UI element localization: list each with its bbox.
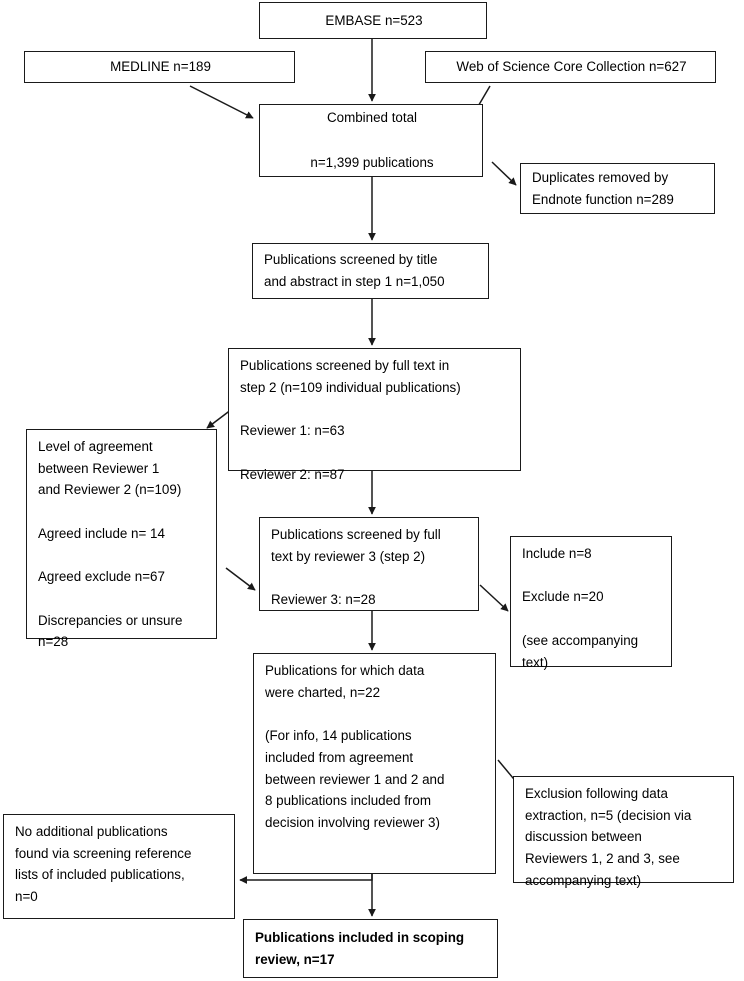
- node-combined-total-label: Combined total n=1,399 publications: [310, 110, 434, 170]
- node-screened-full-text[interactable]: Publications screened by full text in st…: [228, 348, 521, 482]
- node-web-of-science[interactable]: Web of Science Core Collection n=627: [425, 51, 716, 83]
- connector-medline-to-combined: [189, 85, 254, 119]
- node-data-charted-label: Publications for which data were charted…: [265, 663, 445, 830]
- node-level-of-agreement-label: Level of agreement between Reviewer 1 an…: [38, 439, 183, 650]
- connector-reviewer3-to-outcome: [479, 584, 509, 612]
- node-medline-label: MEDLINE n=189: [110, 59, 211, 75]
- node-duplicates-removed[interactable]: Duplicates removed by Endnote function n…: [520, 163, 715, 214]
- node-combined-total[interactable]: Combined total n=1,399 publications: [259, 104, 483, 177]
- node-web-of-science-label: Web of Science Core Collection n=627: [456, 59, 687, 75]
- node-screened-full-text-label: Publications screened by full text in st…: [240, 358, 461, 482]
- node-exclusion-after-extraction-label: Exclusion following data extraction, n=5…: [525, 786, 692, 888]
- node-data-charted[interactable]: Publications for which data were charted…: [253, 653, 496, 874]
- node-screened-title-abstract[interactable]: Publications screened by title and abstr…: [252, 243, 489, 299]
- node-reviewer3-screening-label: Publications screened by full text by re…: [271, 527, 441, 608]
- node-reviewer3-outcome-label: Include n=8 Exclude n=20 (see accompanyi…: [522, 546, 639, 670]
- node-reviewer3-screening[interactable]: Publications screened by full text by re…: [259, 517, 479, 611]
- node-no-additional-publications[interactable]: No additional publications found via scr…: [3, 814, 235, 919]
- node-level-of-agreement[interactable]: Level of agreement between Reviewer 1 an…: [26, 429, 217, 649]
- node-medline[interactable]: MEDLINE n=189: [24, 51, 295, 83]
- node-exclusion-after-extraction[interactable]: Exclusion following data extraction, n=5…: [513, 776, 734, 888]
- node-reviewer3-outcome[interactable]: Include n=8 Exclude n=20 (see accompanyi…: [510, 536, 672, 670]
- node-no-additional-publications-label: No additional publications found via scr…: [15, 824, 192, 905]
- node-included-final-label: Publications included in scoping review,…: [255, 929, 465, 967]
- connector-charted-to-no-additional: [239, 873, 373, 884]
- node-duplicates-removed-label: Duplicates removed by Endnote function n…: [532, 169, 674, 207]
- node-included-final[interactable]: Publications included in scoping review,…: [243, 919, 498, 978]
- connector-combined-to-duplicates: [491, 161, 517, 186]
- node-embase[interactable]: EMBASE n=523: [259, 2, 487, 39]
- node-embase-label: EMBASE n=523: [325, 12, 423, 28]
- connector-agreement-to-reviewer3: [225, 567, 256, 591]
- node-screened-title-abstract-label: Publications screened by title and abstr…: [264, 252, 445, 289]
